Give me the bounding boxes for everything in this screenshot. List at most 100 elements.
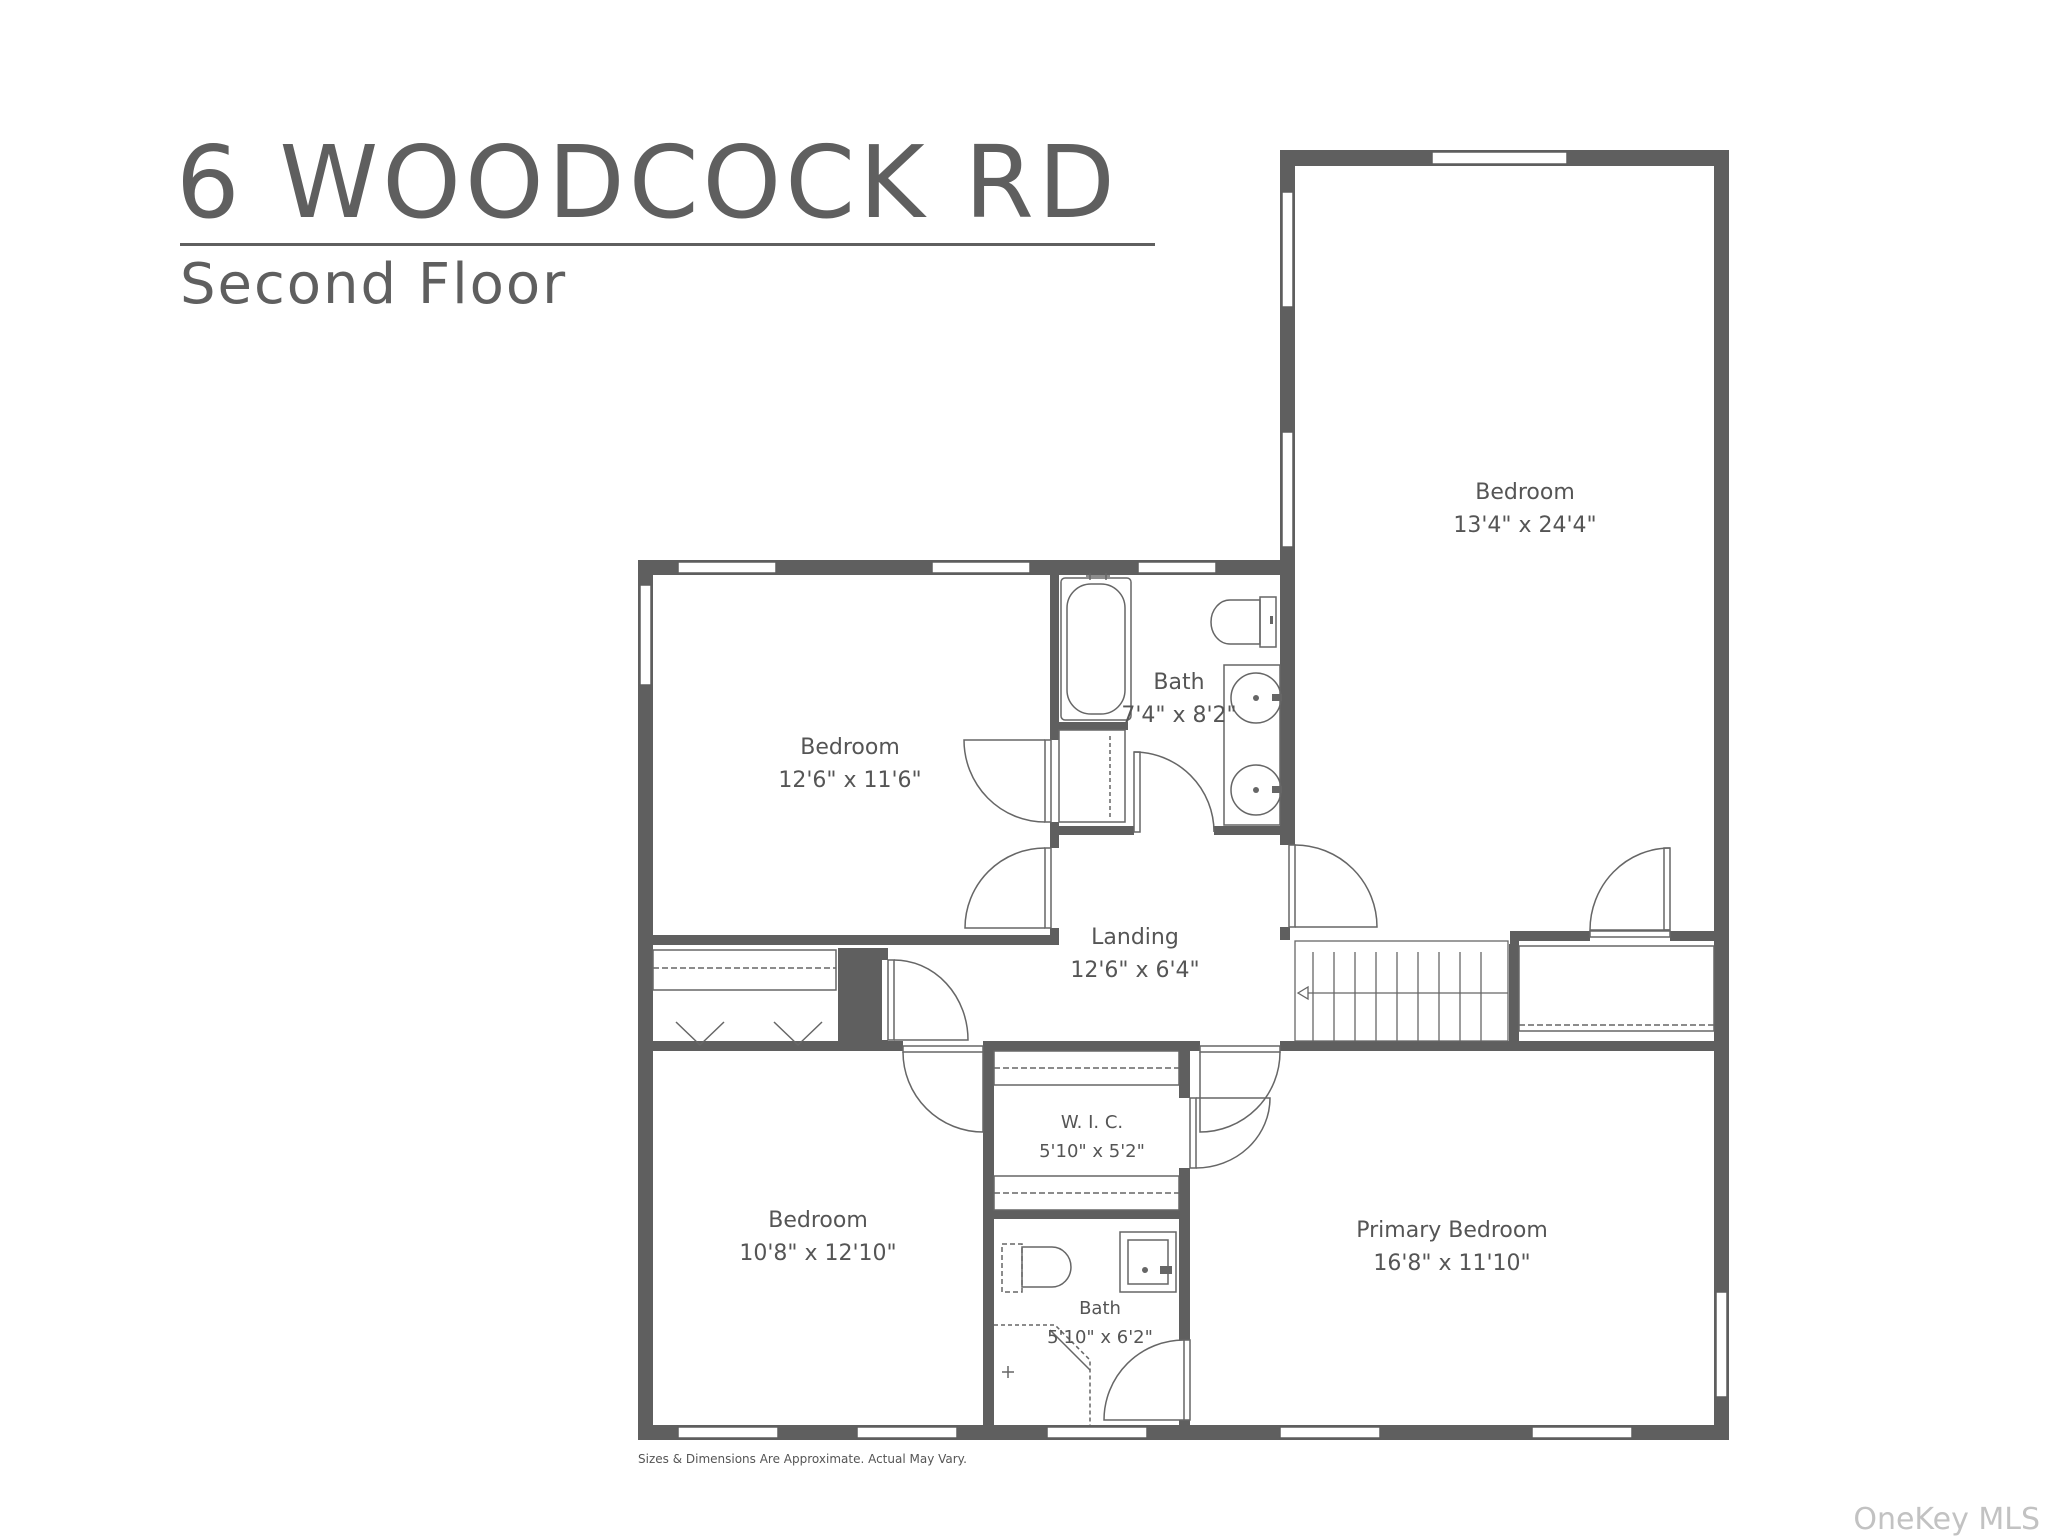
wall [638,560,653,1440]
toilet-flush [1270,616,1273,624]
sink-cabinet [1119,1231,1177,1293]
door-leaf [902,1045,984,1053]
door-leaf [1288,844,1296,928]
bathtub-basin [1066,583,1126,715]
wall [994,1210,1179,1219]
door-leaf [1044,739,1052,823]
plan-title: 6 WOODCOCK RD [176,124,1119,241]
room-bath-primary: Bath 5'10" x 6'2" [1047,1298,1153,1348]
stair-arrowhead [1296,985,1309,1001]
shower-head [1002,1366,1014,1378]
door-arc [1133,751,1215,833]
window [1431,151,1568,165]
windows [639,151,1728,1439]
room-landing: Landing 12'6" x 6'4" [1070,925,1199,983]
door-leaf-angled [1049,1329,1091,1371]
sink-faucet [1160,1266,1172,1274]
toilet [1210,599,1261,645]
title-rule [180,243,1155,246]
closet-shelf [652,949,837,991]
stair-treads [1312,952,1482,1041]
closet-shelf [1518,945,1715,1032]
door-gap [882,960,892,1040]
staircase [1294,940,1509,1042]
sink [1127,1239,1169,1285]
door-arc [1294,844,1378,928]
sink-drain [1253,695,1259,701]
door-leaf [1133,751,1141,833]
room-name: Bedroom [800,735,900,760]
room-bath-hall: Bath 7'4" x 8'2" [1121,670,1236,728]
door-arc [1199,1051,1281,1133]
onekey-watermark: OneKey MLS [1853,1502,2040,1537]
room-name: W. I. C. [1060,1112,1124,1133]
window [856,1426,958,1439]
wall [983,1051,994,1440]
bathtub [1060,577,1132,721]
window [677,1426,779,1439]
shower-enclosure [994,1324,1091,1425]
door-leaf [1663,847,1671,931]
window [639,584,652,686]
door-openings [653,740,1670,1420]
room-name: Bath [1153,670,1205,695]
window [1279,1426,1381,1439]
room-name: Bath [1079,1298,1121,1319]
door-arc [893,959,969,1041]
window [1531,1426,1633,1439]
stair-run [1294,940,1509,1042]
window [1046,1426,1148,1439]
room-name: Bedroom [768,1208,868,1233]
door-arc [1103,1339,1185,1421]
door-gap [1134,822,1214,838]
room-walk-in-closet: W. I. C. 5'10" x 5'2" [1039,1112,1145,1162]
sink-faucet [1272,694,1282,701]
plan-subtitle: Second Floor [180,252,568,317]
toilet [1021,1246,1072,1288]
room-dimensions: 10'8" x 12'10" [739,1241,897,1266]
window [1137,561,1217,574]
room-dimensions: 12'6" x 6'4" [1070,958,1200,983]
door-swings [887,739,1671,1421]
bifold-door [675,1021,823,1047]
wall [838,948,888,1051]
room-dimensions: 5'10" x 5'2" [1039,1141,1145,1162]
room-dimensions: 7'4" x 8'2" [1121,703,1237,728]
door-leaf [1199,1045,1281,1053]
tub-faucet [1086,573,1110,580]
toilet-tank [1001,1243,1023,1293]
door-arc [963,739,1046,823]
door-leaf [887,959,895,1041]
vanity [1223,664,1281,826]
wall [653,1041,1729,1051]
wall [653,935,1059,945]
toilet-tank [1259,596,1277,648]
room-name: Primary Bedroom [1356,1218,1548,1243]
fixture-details [1142,616,1282,1274]
wall [1714,150,1729,1440]
window [931,561,1031,574]
room-bedroom-northeast: Bedroom 13'4" x 24'4" [1453,480,1596,538]
fixtures [652,573,1715,1425]
room-dimensions: 16'8" x 11'10" [1373,1251,1531,1276]
door-leaf [1044,847,1052,929]
room-name: Bedroom [1475,480,1575,505]
room-dimensions: 13'4" x 24'4" [1453,513,1597,538]
door-gap [653,958,661,1018]
door-arc [1589,847,1671,931]
window [1281,191,1294,308]
wall [1059,722,1128,730]
sink-drain [1253,787,1259,793]
window [677,561,777,574]
room-bedroom-southwest: Bedroom 10'8" x 12'10" [739,1208,896,1266]
door-arc [1195,1097,1271,1169]
door-arc [902,1051,984,1133]
dimensions-disclaimer: Sizes & Dimensions Are Approximate. Actu… [638,1452,967,1466]
wall [1179,1051,1190,1440]
sink-faucet [1272,786,1282,793]
room-dimensions: 12'6" x 11'6" [778,768,922,793]
sink-drain [1142,1267,1148,1273]
room-primary-bedroom: Primary Bedroom 16'8" x 11'10" [1356,1218,1548,1276]
door-leaf [1183,1339,1191,1421]
